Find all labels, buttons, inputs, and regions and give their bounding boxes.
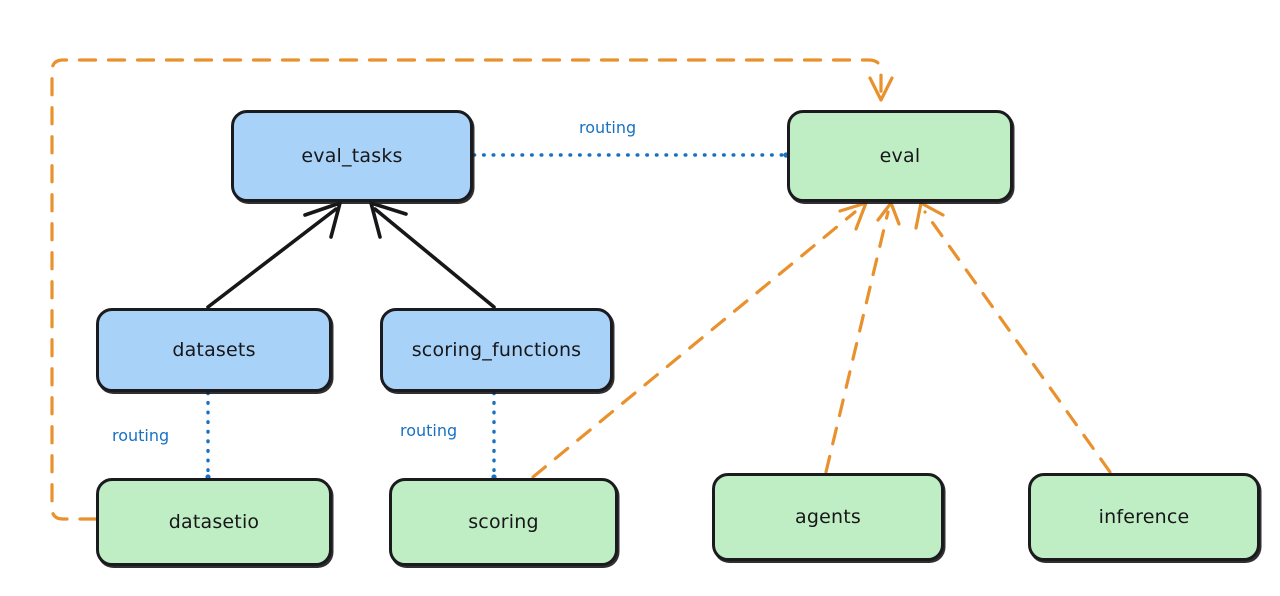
edge-label-routing-eval-tasks-eval: routing (579, 118, 637, 137)
node-label-datasets: datasets (172, 338, 256, 361)
node-agents[interactable]: agents (712, 473, 944, 561)
node-label-eval: eval (879, 144, 921, 167)
edge-scoring-functions-to-eval-tasks (369, 201, 496, 309)
node-label-datasetio: datasetio (168, 510, 260, 533)
edge-scoring-functions-to-scoring (491, 391, 497, 480)
edge-inference-to-eval (914, 201, 1112, 474)
node-scoring-functions[interactable]: scoring_functions (380, 308, 613, 392)
node-datasets[interactable]: datasets (96, 308, 332, 392)
node-label-scoring: scoring (468, 510, 539, 533)
node-label-scoring-functions: scoring_functions (411, 338, 582, 361)
node-label-eval-tasks: eval_tasks (301, 144, 403, 167)
node-eval[interactable]: eval (787, 110, 1013, 202)
node-datasetio[interactable]: datasetio (96, 478, 332, 566)
edge-datasets-to-datasetio (205, 391, 211, 480)
node-label-inference: inference (1098, 505, 1190, 528)
edge-label-routing-datasets-datasetio: routing (112, 426, 170, 445)
edge-datasets-to-eval-tasks (206, 201, 342, 309)
edge-agents-to-eval (824, 201, 901, 474)
edge-eval-tasks-to-eval (472, 152, 789, 158)
node-scoring[interactable]: scoring (389, 478, 618, 566)
node-inference[interactable]: inference (1028, 473, 1260, 561)
node-eval-tasks[interactable]: eval_tasks (231, 110, 473, 202)
edge-label-routing-scoring-functions-scoring: routing (400, 421, 458, 440)
node-label-agents: agents (795, 505, 861, 528)
